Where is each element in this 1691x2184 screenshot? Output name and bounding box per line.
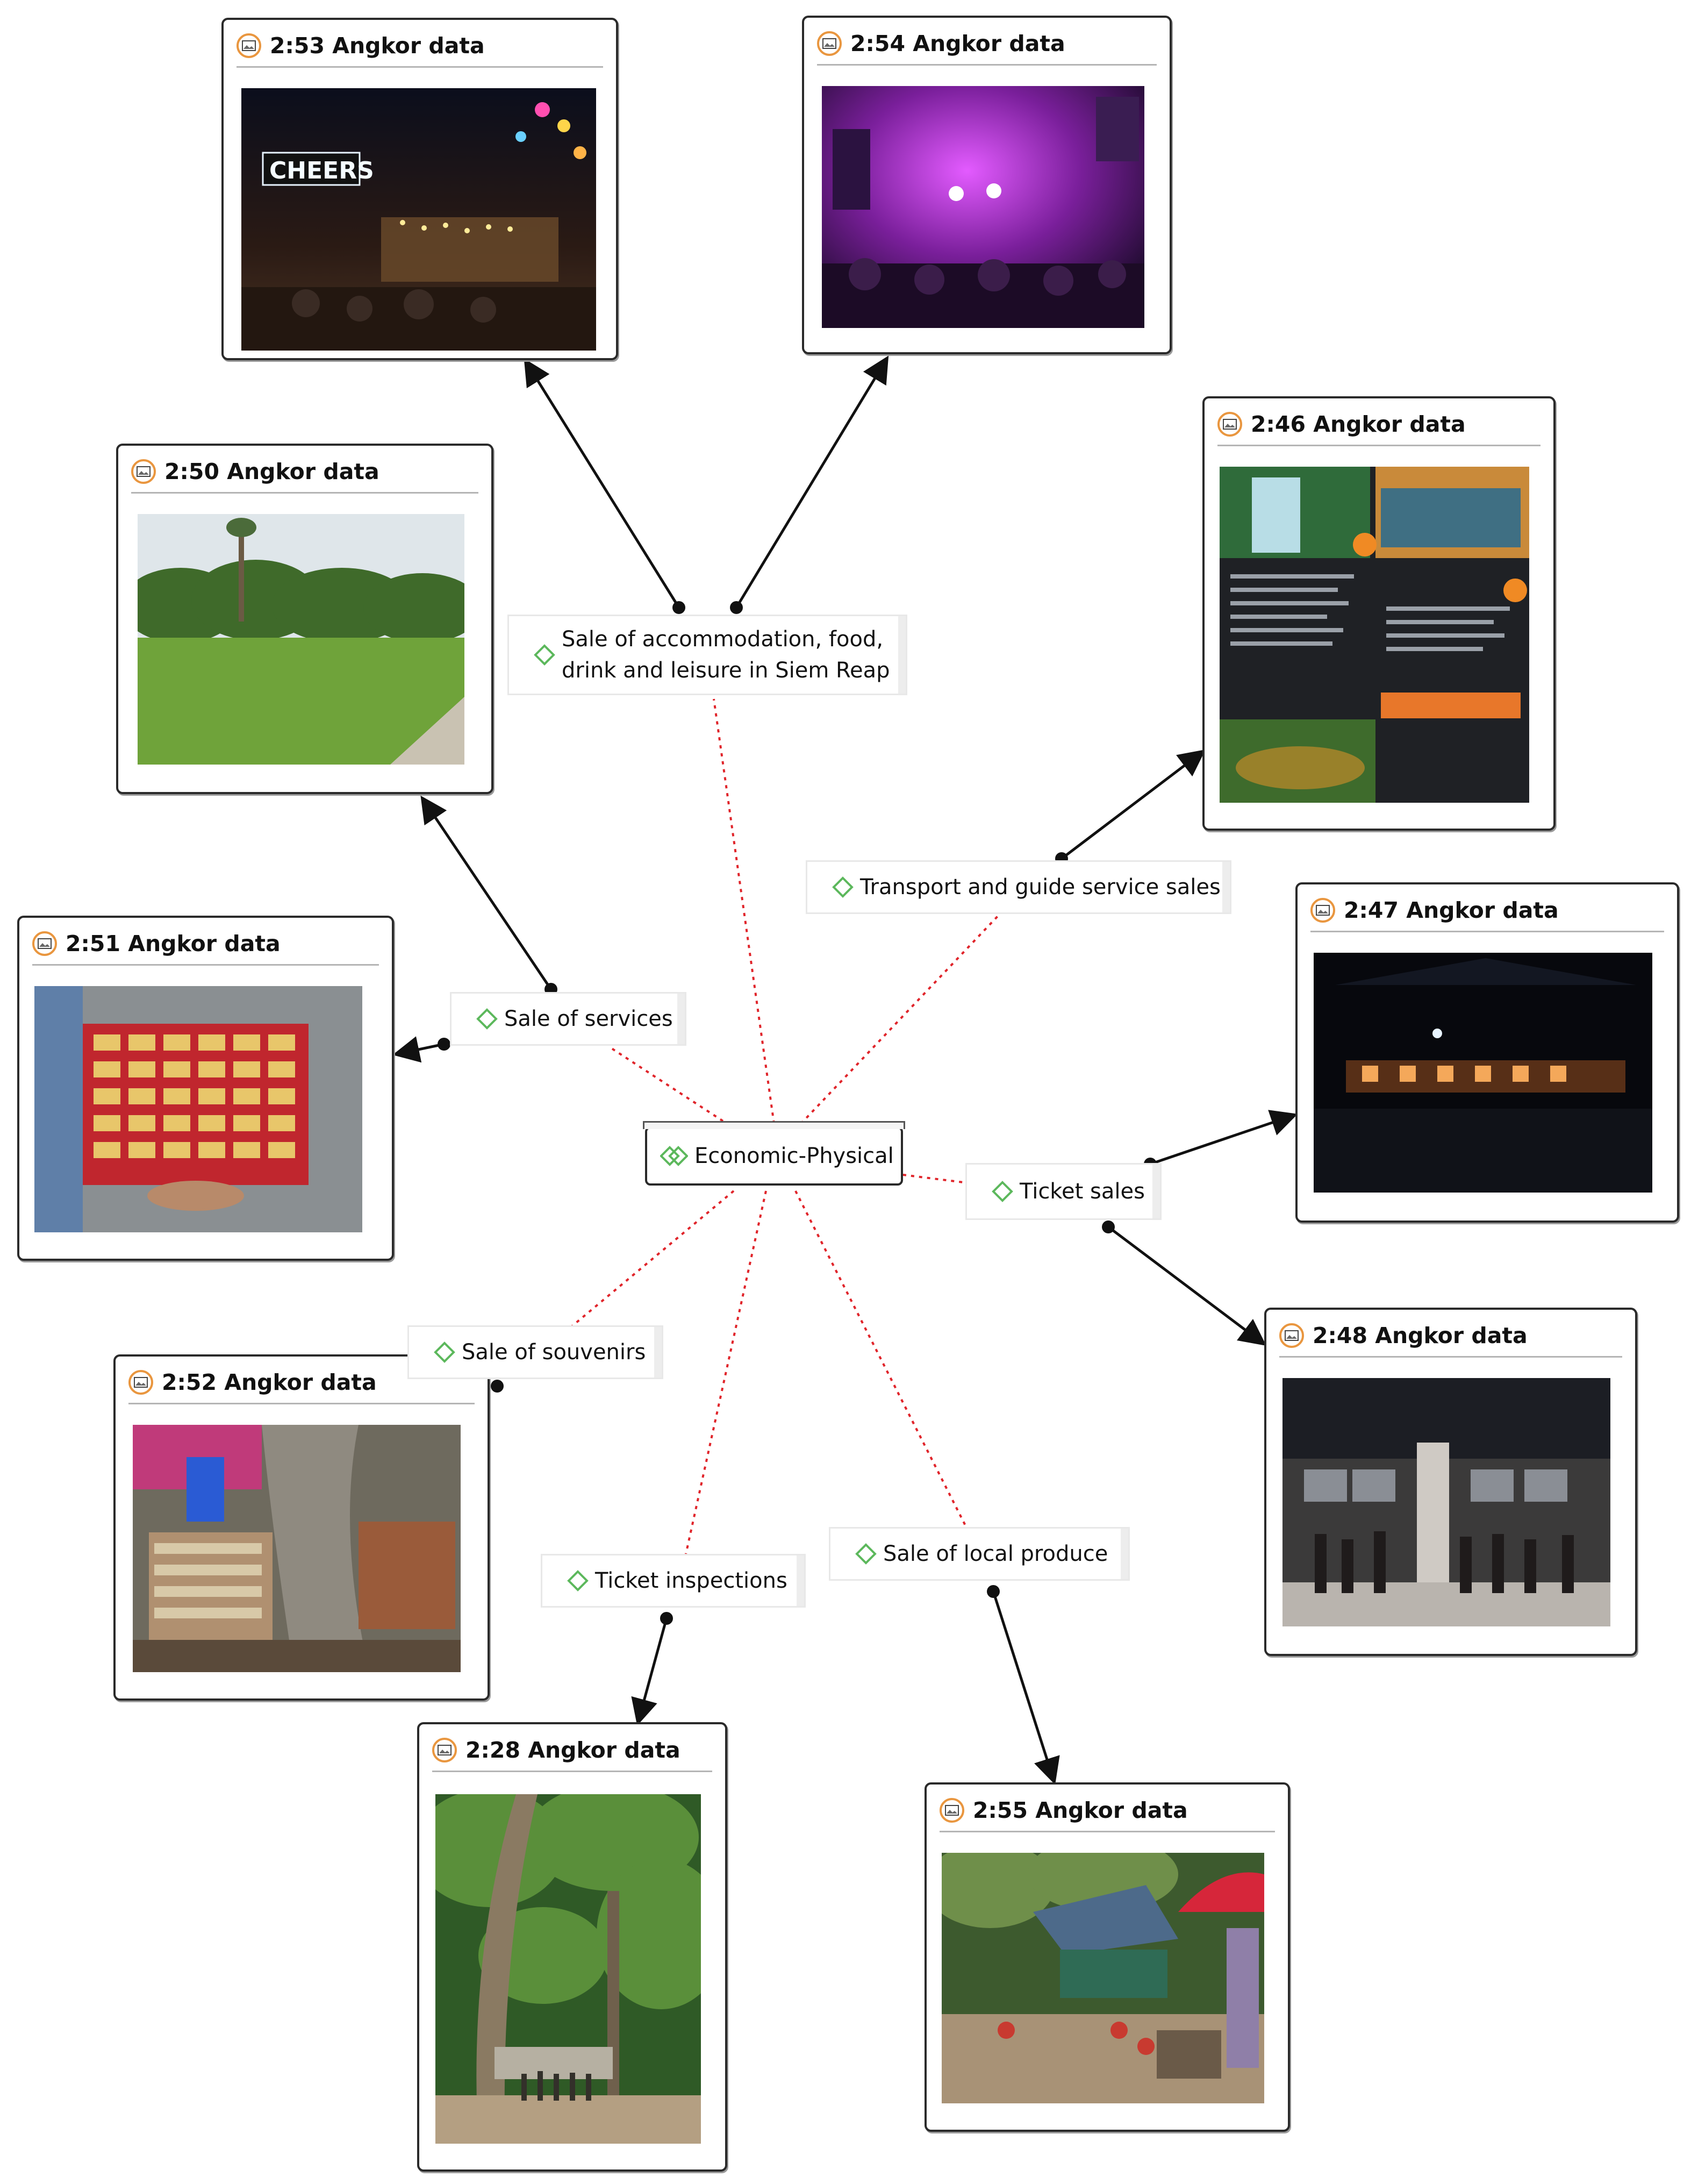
- arrow-produce-to-d255: [992, 1591, 1060, 1785]
- image-document-icon: [1310, 898, 1335, 923]
- document-title: 2:48 Angkor data: [1313, 1323, 1528, 1348]
- link-central-tickets: [902, 1174, 968, 1184]
- code-label: Sale of services: [504, 1007, 673, 1031]
- link-central-souvenirs: [569, 1190, 735, 1329]
- document-card-2-55[interactable]: 2:55 Angkor data: [925, 1782, 1290, 2132]
- code-node-ticket-inspections[interactable]: Ticket inspections: [541, 1554, 806, 1608]
- document-title: 2:47 Angkor data: [1344, 897, 1559, 923]
- code-label: Sale of souvenirs: [462, 1340, 646, 1365]
- document-card-2-51[interactable]: 2:51 Angkor data: [17, 916, 394, 1261]
- code-label-line-1: Sale of accommodation, food,: [562, 627, 884, 652]
- arrow-tickets-to-d248: [1107, 1226, 1266, 1346]
- code-diamond-icon: [534, 644, 555, 666]
- document-title: 2:51 Angkor data: [66, 931, 281, 957]
- image-document-icon: [1217, 412, 1242, 437]
- document-title: 2:54 Angkor data: [850, 31, 1065, 56]
- image-document-icon: [432, 1738, 457, 1762]
- link-central-inspections: [684, 1190, 767, 1557]
- document-title: 2:53 Angkor data: [270, 33, 485, 59]
- tour-brochure-photo: [1220, 467, 1529, 803]
- code-diamond-icon: [992, 1181, 1013, 1202]
- central-code-label: Economic-Physical: [694, 1144, 894, 1168]
- code-node-sale-of-souvenirs[interactable]: Sale of souvenirs: [407, 1325, 663, 1379]
- forest-path-photo: [435, 1794, 701, 2144]
- code-node-sale-of-local-produce[interactable]: Sale of local produce: [829, 1527, 1130, 1581]
- purple-lit-street-photo: [822, 86, 1144, 328]
- arrow-accommodation-to-d253: [524, 358, 680, 609]
- link-central-services: [609, 1046, 724, 1122]
- code-diamond-icon: [832, 876, 854, 898]
- image-document-icon: [817, 31, 842, 56]
- document-card-2-28[interactable]: 2:28 Angkor data: [417, 1722, 727, 2172]
- document-card-2-47[interactable]: 2:47 Angkor data: [1295, 882, 1679, 1223]
- link-central-accommodation: [713, 698, 775, 1124]
- arrow-inspections-to-d228: [631, 1618, 668, 1726]
- code-label: Sale of local produce: [883, 1541, 1108, 1566]
- link-central-produce: [794, 1190, 969, 1530]
- document-card-2-53[interactable]: 2:53 Angkor data CHEERS: [221, 18, 618, 360]
- night-bar-street-photo: CHEERS: [241, 88, 596, 351]
- arrow-transport-to-d246: [1061, 749, 1206, 860]
- document-title: 2:28 Angkor data: [465, 1737, 680, 1763]
- document-card-2-46[interactable]: 2:46 Angkor data: [1202, 396, 1556, 831]
- arrow-tickets-to-d247: [1150, 1110, 1298, 1166]
- souvenir-stall-photo: [133, 1425, 461, 1672]
- code-label: Ticket inspections: [595, 1568, 787, 1593]
- svg-text:CHEERS: CHEERS: [269, 157, 374, 184]
- arrow-services-to-d251: [392, 1036, 445, 1063]
- code-diamond-icon: [855, 1543, 877, 1565]
- code-label-line-2: drink and leisure in Siem Reap: [562, 658, 890, 683]
- code-diamond-icon: [434, 1341, 455, 1363]
- local-market-stall-photo: [942, 1853, 1264, 2103]
- central-code-economic-physical[interactable]: Economic-Physical: [643, 1121, 905, 1186]
- code-node-ticket-sales[interactable]: Ticket sales: [965, 1163, 1162, 1220]
- document-card-2-54[interactable]: 2:54 Angkor data: [802, 16, 1172, 354]
- image-document-icon: [131, 459, 156, 484]
- image-document-icon: [940, 1798, 964, 1823]
- code-group-diamond-icon: [660, 1146, 688, 1166]
- document-title: 2:46 Angkor data: [1251, 411, 1466, 437]
- document-title: 2:50 Angkor data: [164, 459, 379, 484]
- image-document-icon: [237, 33, 261, 58]
- document-card-2-48[interactable]: 2:48 Angkor data: [1264, 1308, 1637, 1656]
- souvenir-magnet-board-photo: [34, 986, 362, 1232]
- code-label: Ticket sales: [1020, 1179, 1145, 1204]
- code-diamond-icon: [476, 1008, 498, 1030]
- night-ticket-office-photo: [1314, 953, 1652, 1193]
- document-title: 2:55 Angkor data: [973, 1797, 1188, 1823]
- code-node-transport-sales[interactable]: Transport and guide service sales: [806, 860, 1231, 914]
- ticket-hall-crowd-photo: [1282, 1378, 1610, 1626]
- park-trees-photo: [138, 514, 464, 765]
- document-card-2-52[interactable]: 2:52 Angkor data: [113, 1354, 490, 1701]
- image-document-icon: [1279, 1323, 1304, 1348]
- image-document-icon: [128, 1370, 153, 1395]
- code-diamond-icon: [567, 1570, 589, 1591]
- image-document-icon: [32, 931, 57, 956]
- document-card-2-50[interactable]: 2:50 Angkor data: [116, 444, 493, 794]
- document-title: 2:52 Angkor data: [162, 1369, 377, 1395]
- link-central-transport: [800, 913, 1001, 1125]
- code-node-sale-of-services[interactable]: Sale of services: [450, 992, 686, 1046]
- code-label: Transport and guide service sales: [860, 875, 1221, 900]
- code-node-accommodation-sales[interactable]: Sale of accommodation, food, drink and l…: [507, 615, 907, 695]
- arrow-accommodation-to-d254: [735, 355, 889, 609]
- arrow-services-to-d250: [420, 795, 553, 990]
